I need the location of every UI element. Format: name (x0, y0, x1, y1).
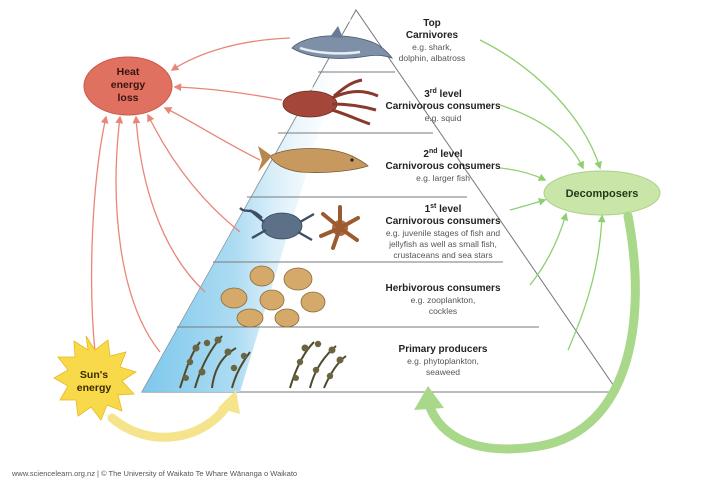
heat-label-line2: energy (111, 79, 146, 91)
decomposer-arrow-4 (499, 167, 547, 181)
level-3-example-line3: crustaceans and sea stars (393, 250, 492, 260)
heat-energy-loss-node: Heat energy loss (83, 56, 173, 116)
decomposer-arrow-6 (479, 39, 602, 170)
level-number-2: 2 (185, 295, 191, 307)
level-3-title-line1: 1st level (425, 203, 462, 215)
level-number-5: 5 (307, 81, 313, 93)
level-number-3: 3 (219, 234, 225, 246)
sun-label-line2: energy (77, 382, 112, 394)
level-6-title-line1: Top (423, 18, 441, 29)
level-6-label: Top Carnivores e.g. shark, dolphin, alba… (399, 18, 466, 63)
level-4-title-line2: Carnivorous consumers (385, 161, 500, 172)
level-6-example-line2: dolphin, albatross (399, 53, 466, 63)
level-1-label: Primary producers e.g. phytoplankton, se… (399, 344, 488, 377)
level-3-example-line1: e.g. juvenile stages of fish and (386, 228, 501, 238)
organism-cockles (220, 265, 326, 328)
level-3-title-line2: Carnivorous consumers (385, 216, 500, 227)
heat-loss-arrows (90, 37, 291, 353)
decomposers-label: Decomposers (566, 188, 639, 200)
organism-crab (239, 207, 315, 242)
heat-label-line1: Heat (117, 66, 140, 78)
sun-energy-arrowhead (218, 390, 240, 414)
level-1-example-line2: seaweed (426, 367, 460, 377)
heat-arrow-4 (163, 107, 261, 161)
nutrient-return-arrowhead (414, 386, 444, 410)
level-4-example: e.g. larger fish (416, 173, 470, 183)
level-5-title-line2: Carnivorous consumers (385, 101, 500, 112)
decomposer-arrow-5 (499, 104, 584, 170)
level-number-4: 4 (255, 168, 261, 180)
level-1-title: Primary producers (399, 344, 488, 355)
sun-node: Sun's energy (53, 335, 137, 421)
decomposer-arrow-2 (529, 212, 569, 286)
level-4-title-line1: 2nd level (423, 148, 462, 160)
organism-fish (258, 146, 369, 173)
level-2-label: Herbivorous consumers e.g. zooplankton, … (385, 283, 500, 316)
heat-arrow-1 (115, 115, 161, 353)
decomposer-arrows (479, 39, 606, 351)
level-5-label: 3rd level Carnivorous consumers e.g. squ… (385, 88, 500, 123)
level-dividers (177, 71, 539, 328)
pyramid (141, 9, 619, 393)
level-number-6: 6 (345, 13, 351, 25)
heat-arrow-2 (132, 115, 206, 293)
decomposer-arrow-1 (567, 214, 606, 351)
level-4-label: 2nd level Carnivorous consumers e.g. lar… (385, 148, 500, 183)
nutrient-return-arrow (423, 211, 640, 454)
organism-squid (282, 78, 379, 126)
heat-arrow-6 (170, 37, 291, 71)
level-6-example-line1: e.g. shark, (412, 42, 452, 52)
level-2-example-line1: e.g. zooplankton, (411, 295, 476, 305)
decomposers-node: Decomposers (543, 170, 661, 216)
level-6-title-line2: Carnivores (406, 30, 459, 41)
credit-text: www.sciencelearn.org.nz | © The Universi… (11, 469, 297, 478)
heat-arrow-5 (173, 83, 283, 101)
level-5-title-line1: 3rd level (424, 88, 462, 100)
level-5-example: e.g. squid (425, 113, 462, 123)
level-number-1: 1 (150, 333, 156, 345)
decomposer-arrow-3 (509, 198, 547, 211)
level-3-label: 1st level Carnivorous consumers e.g. juv… (385, 203, 500, 260)
heat-arrow-sun (90, 115, 109, 353)
level-numbers: 6 5 4 3 2 1 (150, 13, 351, 345)
sun-energy-arrow (107, 399, 233, 442)
level-1-example-line1: e.g. phytoplankton, (407, 356, 479, 366)
level-2-example-line2: cockles (429, 306, 457, 316)
organism-dolphin (291, 26, 394, 59)
organism-sea-star (319, 205, 360, 250)
heat-label-line3: loss (117, 92, 138, 104)
organism-seaweed (179, 335, 347, 389)
level-3-example-line2: jellyfish as well as small fish, (388, 239, 497, 249)
level-2-title: Herbivorous consumers (385, 283, 500, 294)
heat-arrow-3 (147, 113, 241, 233)
sun-label-line1: Sun's (80, 369, 108, 381)
